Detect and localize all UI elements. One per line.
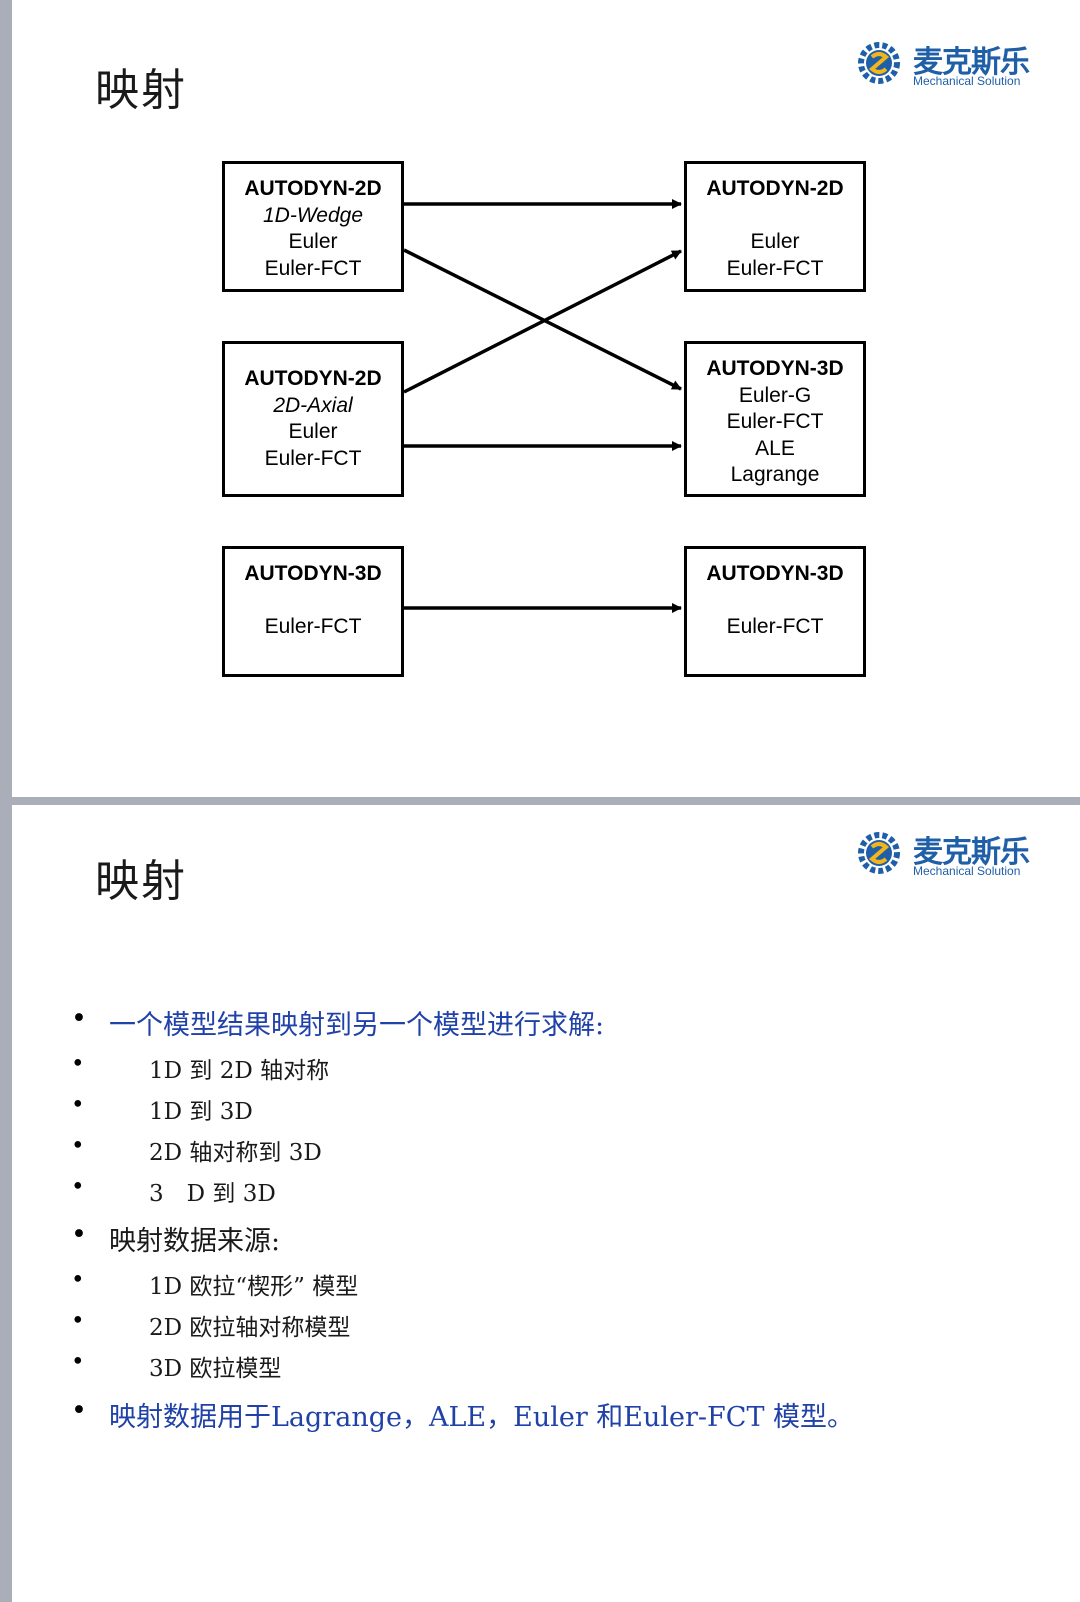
bullet-text: 1D 欧拉“楔形” 模型 bbox=[149, 1274, 359, 1300]
box-line: Euler-FCT bbox=[726, 410, 824, 433]
bullet-text: 3 D 到 3D bbox=[149, 1181, 276, 1207]
right-box-2d: AUTODYN-2D Euler Euler-FCT bbox=[684, 161, 866, 292]
bullet-dot: • bbox=[71, 1219, 87, 1250]
bullet-dot: • bbox=[71, 1133, 85, 1159]
bullet-item: • 3D 欧拉模型 bbox=[71, 1349, 282, 1383]
gear-logo-icon bbox=[858, 832, 900, 874]
bullet-dot: • bbox=[71, 1092, 85, 1118]
box-title: AUTODYN-3D bbox=[706, 562, 844, 585]
bullet-dot: • bbox=[71, 1308, 85, 1334]
bullet-text: 映射数据用于Lagrange，ALE，Euler 和Euler-FCT 模型。 bbox=[109, 1402, 855, 1433]
bullet-text: 映射数据来源: bbox=[109, 1226, 281, 1257]
logo-english-name: Mechanical Solution bbox=[913, 74, 1021, 88]
left-box-3d: AUTODYN-3D Euler-FCT bbox=[222, 546, 404, 677]
right-box-3d-multi: AUTODYN-3D Euler-G Euler-FCT ALE Lagrang… bbox=[684, 341, 866, 497]
bullet-dot: • bbox=[71, 1267, 85, 1293]
bullet-item: • 1D 到 3D bbox=[71, 1092, 253, 1126]
box-title: AUTODYN-2D bbox=[706, 177, 844, 200]
box-line: Euler-FCT bbox=[726, 615, 824, 638]
bullet-text: 1D 到 2D 轴对称 bbox=[149, 1058, 330, 1084]
left-box-2d-wedge: AUTODYN-2D 1D-Wedge Euler Euler-FCT bbox=[222, 161, 404, 292]
bullet-item: • 映射数据来源: bbox=[71, 1219, 281, 1258]
bullet-dot: • bbox=[71, 1051, 85, 1077]
box-line: Euler-G bbox=[738, 383, 812, 407]
logo-chinese-name: 麦克斯乐 bbox=[913, 835, 1030, 870]
bullet-text: 1D 到 3D bbox=[149, 1099, 253, 1125]
company-logo: 麦克斯乐 Mechanical Solution bbox=[857, 827, 1030, 883]
gear-logo-icon bbox=[858, 42, 900, 84]
slide-title: 映射 bbox=[95, 856, 187, 907]
slide-divider bbox=[12, 797, 1080, 805]
bullet-text: 一个模型结果映射到另一个模型进行求解: bbox=[109, 1010, 605, 1041]
box-line bbox=[225, 588, 401, 615]
bullet-item: • 映射数据用于Lagrange，ALE，Euler 和Euler-FCT 模型… bbox=[71, 1395, 855, 1434]
box-line: Euler-FCT bbox=[726, 256, 824, 280]
arrow-2d-wedge-to-3d bbox=[403, 248, 682, 391]
box-line: 2D-Axial bbox=[273, 393, 353, 417]
box-title: AUTODYN-2D bbox=[244, 177, 382, 200]
left-border bbox=[0, 0, 12, 1602]
box-title: AUTODYN-2D bbox=[244, 367, 382, 390]
box-line bbox=[687, 203, 863, 230]
slide-title: 映射 bbox=[95, 65, 187, 116]
box-line: Euler bbox=[288, 230, 338, 253]
bullet-list: • 一个模型结果映射到另一个模型进行求解: • 1D 到 2D 轴对称 • 1D… bbox=[12, 805, 1080, 1602]
box-title: AUTODYN-3D bbox=[244, 562, 382, 585]
bullet-dot: • bbox=[71, 1174, 85, 1200]
box-line: ALE bbox=[755, 436, 795, 460]
bullet-dot: • bbox=[71, 1349, 85, 1375]
slide-1: 映射 麦克斯乐 Mechanical Solution AUTODYN-2D 1… bbox=[12, 0, 1080, 797]
bullet-item: • 2D 轴对称到 3D bbox=[71, 1133, 322, 1167]
company-logo: 麦克斯乐 Mechanical Solution bbox=[857, 37, 1030, 93]
right-box-3d: AUTODYN-3D Euler-FCT bbox=[684, 546, 866, 677]
box-line: Euler-FCT bbox=[264, 615, 362, 638]
box-title: AUTODYN-3D bbox=[706, 357, 844, 380]
mapping-arrows bbox=[403, 199, 682, 613]
bullet-item: • 1D 欧拉“楔形” 模型 bbox=[71, 1267, 359, 1301]
bullet-dot: • bbox=[71, 1395, 87, 1426]
bullet-item: • 一个模型结果映射到另一个模型进行求解: bbox=[71, 1003, 605, 1042]
left-box-2d-axial: AUTODYN-2D 2D-Axial Euler Euler-FCT bbox=[222, 341, 404, 497]
bullet-text: 2D 轴对称到 3D bbox=[149, 1140, 322, 1166]
arrow-2d-axial-to-2d bbox=[403, 249, 682, 394]
logo-chinese-name: 麦克斯乐 bbox=[913, 45, 1030, 80]
box-line: Euler-FCT bbox=[264, 446, 362, 470]
bullet-item: • 2D 欧拉轴对称模型 bbox=[71, 1308, 351, 1342]
box-line: Euler bbox=[750, 230, 800, 253]
box-line: Lagrange bbox=[730, 463, 820, 486]
bullet-item: • 1D 到 2D 轴对称 bbox=[71, 1051, 330, 1085]
box-line: 1D-Wedge bbox=[263, 203, 363, 227]
bullet-item: • 3 D 到 3D bbox=[71, 1174, 276, 1208]
logo-english-name: Mechanical Solution bbox=[913, 864, 1021, 878]
bullet-text: 2D 欧拉轴对称模型 bbox=[149, 1315, 351, 1341]
bullet-text: 3D 欧拉模型 bbox=[149, 1356, 282, 1382]
box-line: Euler-FCT bbox=[264, 256, 362, 280]
box-line bbox=[687, 588, 863, 615]
slide-2: 映射 麦克斯乐 Mechanical Solution • 一个模型结果映射到另… bbox=[12, 805, 1080, 1602]
box-line: Euler bbox=[288, 420, 338, 443]
bullet-dot: • bbox=[71, 1003, 87, 1034]
